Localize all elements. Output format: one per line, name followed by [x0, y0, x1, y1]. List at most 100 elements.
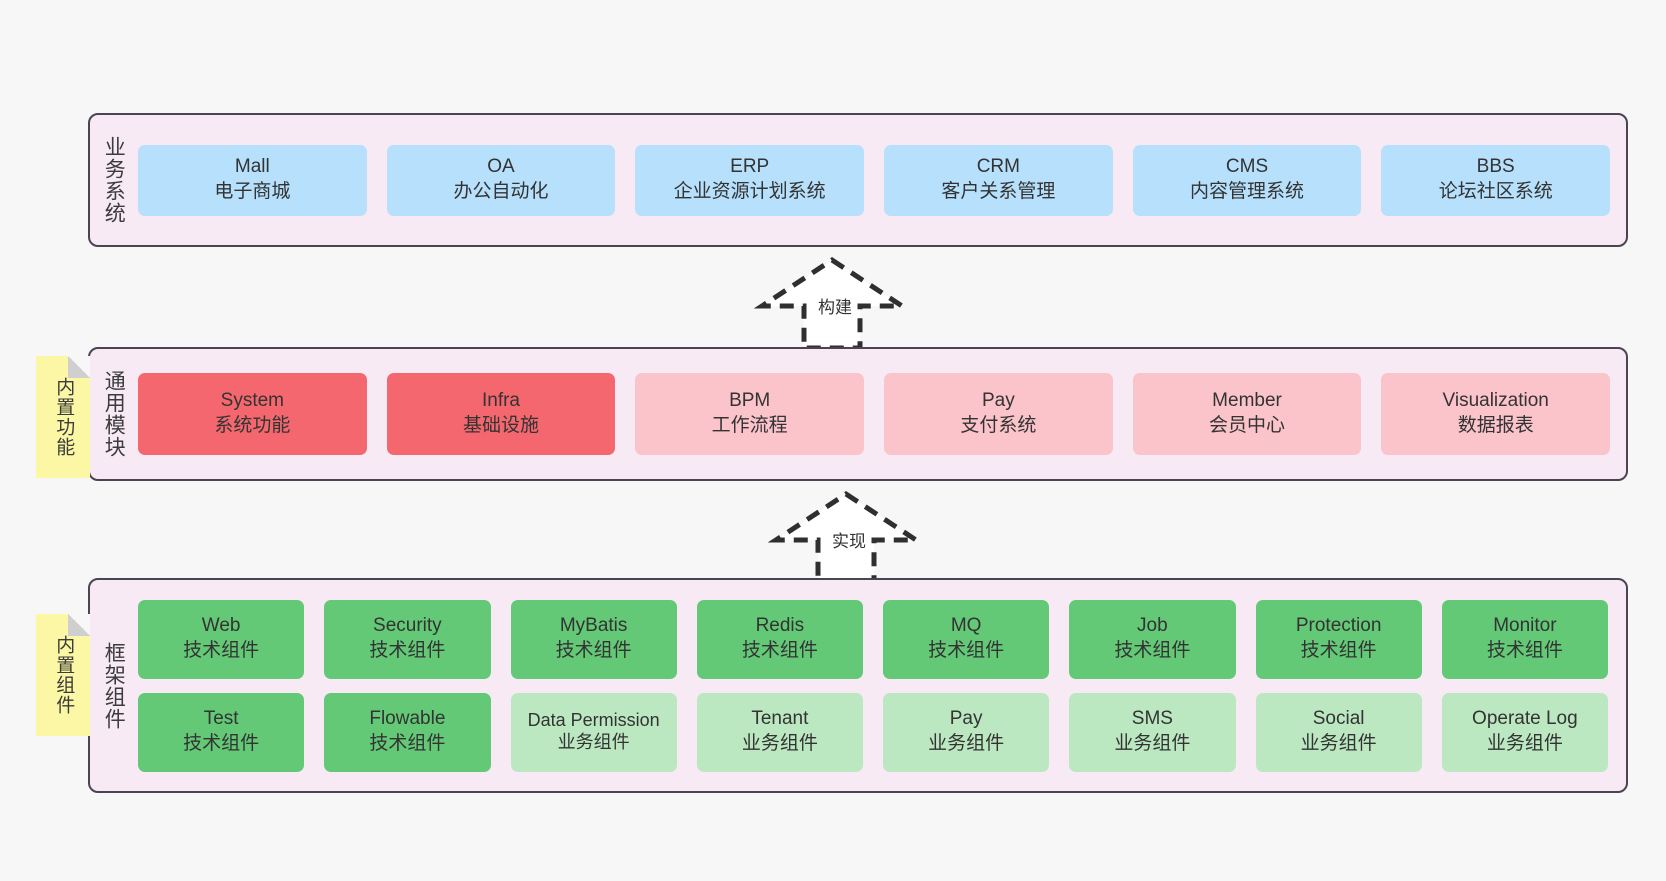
- box-mall-desc: 电子商城: [214, 181, 291, 202]
- box-bbs-desc: 论坛社区系统: [1438, 181, 1553, 202]
- box-system-desc: 系统功能: [214, 415, 291, 436]
- box-cms-desc: 内容管理系统: [1190, 181, 1305, 202]
- layer-framework-component: 框架组件 Web 技术组件 Security 技术组件 MyBatis 技术组件…: [88, 578, 1628, 793]
- box-visualization-desc: 数据报表: [1457, 415, 1534, 436]
- common-module-row: System 系统功能 Infra 基础设施 BPM 工作流程 Pay 支付系统…: [138, 373, 1611, 455]
- box-data-permission[interactable]: Data Permission 业务组件: [510, 692, 677, 772]
- layer-body-business-system: Mall 电子商城 OA 办公自动化 ERP 企业资源计划系统 CRM 客户关系…: [136, 115, 1626, 245]
- framework-tech-row: Web 技术组件 Security 技术组件 MyBatis 技术组件 Redi…: [138, 599, 1608, 679]
- box-protection-desc: 技术组件: [1300, 640, 1377, 661]
- box-mybatis-name: MyBatis: [559, 615, 628, 637]
- box-sms-name: SMS: [1131, 708, 1173, 730]
- box-mq-name: MQ: [950, 615, 982, 637]
- box-monitor[interactable]: Monitor 技术组件: [1441, 599, 1608, 679]
- box-infra-name: Infra: [481, 390, 521, 412]
- box-test[interactable]: Test 技术组件: [138, 692, 305, 772]
- arrow-build-label: 构建: [818, 298, 852, 317]
- box-security[interactable]: Security 技术组件: [324, 599, 491, 679]
- box-mq-desc: 技术组件: [928, 640, 1005, 661]
- box-test-name: Test: [203, 708, 239, 730]
- box-pay-module[interactable]: Pay 支付系统: [884, 373, 1113, 455]
- box-visualization[interactable]: Visualization 数据报表: [1381, 373, 1611, 455]
- box-sms-desc: 业务组件: [1114, 733, 1191, 754]
- box-operate-log-desc: 业务组件: [1486, 733, 1563, 754]
- box-security-desc: 技术组件: [369, 640, 446, 661]
- box-cms[interactable]: CMS 内容管理系统: [1132, 144, 1362, 216]
- box-erp-name: ERP: [730, 156, 770, 178]
- box-crm-desc: 客户关系管理: [941, 181, 1056, 202]
- box-operate-log[interactable]: Operate Log 业务组件: [1441, 692, 1608, 772]
- box-data-permission-desc: 业务组件: [557, 732, 630, 752]
- layer-label-framework-component: 框架组件: [102, 641, 126, 730]
- box-security-name: Security: [373, 615, 442, 637]
- box-test-desc: 技术组件: [183, 733, 260, 754]
- box-member[interactable]: Member 会员中心: [1132, 373, 1362, 455]
- box-redis-desc: 技术组件: [741, 640, 818, 661]
- box-crm[interactable]: CRM 客户关系管理: [884, 144, 1113, 216]
- box-mybatis[interactable]: MyBatis 技术组件: [510, 599, 677, 679]
- box-social[interactable]: Social 业务组件: [1255, 692, 1422, 772]
- box-tenant-desc: 业务组件: [741, 733, 818, 754]
- box-system[interactable]: System 系统功能: [138, 373, 367, 455]
- box-tenant-name: Tenant: [751, 708, 809, 730]
- box-mall[interactable]: Mall 电子商城: [138, 144, 367, 216]
- box-infra-desc: 基础设施: [463, 415, 540, 436]
- box-sms[interactable]: SMS 业务组件: [1069, 692, 1236, 772]
- box-bbs-name: BBS: [1476, 156, 1515, 178]
- layer-common-module: 通用模块 System 系统功能 Infra 基础设施 BPM 工作流程 Pay…: [88, 347, 1628, 481]
- layer-label-business-system: 业务系统: [102, 136, 126, 224]
- layer-business-system: 业务系统 Mall 电子商城 OA 办公自动化 ERP 企业资源计划系统 CRM…: [88, 113, 1628, 247]
- layer-body-common-module: System 系统功能 Infra 基础设施 BPM 工作流程 Pay 支付系统…: [136, 349, 1626, 479]
- box-pay-module-name: Pay: [981, 390, 1015, 412]
- box-oa[interactable]: OA 办公自动化: [386, 144, 616, 216]
- box-social-name: Social: [1312, 708, 1365, 730]
- box-erp-desc: 企业资源计划系统: [673, 181, 826, 202]
- box-mq[interactable]: MQ 技术组件: [883, 599, 1050, 679]
- box-flowable-desc: 技术组件: [369, 733, 446, 754]
- box-web-name: Web: [201, 615, 241, 637]
- box-pay-module-desc: 支付系统: [960, 415, 1037, 436]
- business-system-row: Mall 电子商城 OA 办公自动化 ERP 企业资源计划系统 CRM 客户关系…: [138, 144, 1611, 216]
- box-bbs[interactable]: BBS 论坛社区系统: [1381, 144, 1611, 216]
- box-tenant[interactable]: Tenant 业务组件: [696, 692, 863, 772]
- box-infra[interactable]: Infra 基础设施: [386, 373, 616, 455]
- box-social-desc: 业务组件: [1300, 733, 1377, 754]
- box-member-name: Member: [1212, 390, 1282, 412]
- box-bpm-name: BPM: [729, 390, 771, 412]
- sticky-note-builtin-function: 内置功能: [36, 356, 90, 478]
- layer-body-framework-component: Web 技术组件 Security 技术组件 MyBatis 技术组件 Redi…: [136, 580, 1626, 791]
- framework-business-row: Test 技术组件 Flowable 技术组件 Data Permission …: [138, 692, 1608, 772]
- sticky-note-builtin-component: 内置组件: [36, 614, 90, 736]
- box-bpm-desc: 工作流程: [711, 415, 788, 436]
- box-job[interactable]: Job 技术组件: [1069, 599, 1236, 679]
- box-redis[interactable]: Redis 技术组件: [696, 599, 863, 679]
- box-web-desc: 技术组件: [183, 640, 260, 661]
- box-redis-name: Redis: [755, 615, 805, 637]
- box-bpm[interactable]: BPM 工作流程: [635, 373, 865, 455]
- box-oa-name: OA: [487, 156, 515, 178]
- box-flowable[interactable]: Flowable 技术组件: [324, 692, 491, 772]
- box-pay-component-name: Pay: [949, 708, 983, 730]
- box-mall-name: Mall: [234, 156, 270, 178]
- box-visualization-name: Visualization: [1442, 390, 1549, 412]
- arrow-implement-label: 实现: [832, 532, 866, 551]
- box-job-name: Job: [1137, 615, 1168, 637]
- box-protection-name: Protection: [1295, 615, 1382, 637]
- box-web[interactable]: Web 技术组件: [138, 599, 305, 679]
- arrow-implement: 实现: [766, 491, 926, 585]
- box-pay-component-desc: 业务组件: [928, 733, 1005, 754]
- box-cms-name: CMS: [1225, 156, 1269, 178]
- box-data-permission-name: Data Permission: [527, 710, 660, 731]
- layer-label-common-module: 通用模块: [102, 370, 126, 458]
- box-member-desc: 会员中心: [1209, 415, 1286, 436]
- box-oa-desc: 办公自动化: [453, 181, 549, 202]
- box-mybatis-desc: 技术组件: [555, 640, 632, 661]
- box-monitor-name: Monitor: [1493, 615, 1557, 637]
- box-operate-log-name: Operate Log: [1472, 708, 1578, 730]
- box-erp[interactable]: ERP 企业资源计划系统: [635, 144, 865, 216]
- box-protection[interactable]: Protection 技术组件: [1255, 599, 1422, 679]
- box-pay-component[interactable]: Pay 业务组件: [883, 692, 1050, 772]
- box-system-name: System: [220, 390, 285, 412]
- box-crm-name: CRM: [976, 156, 1020, 178]
